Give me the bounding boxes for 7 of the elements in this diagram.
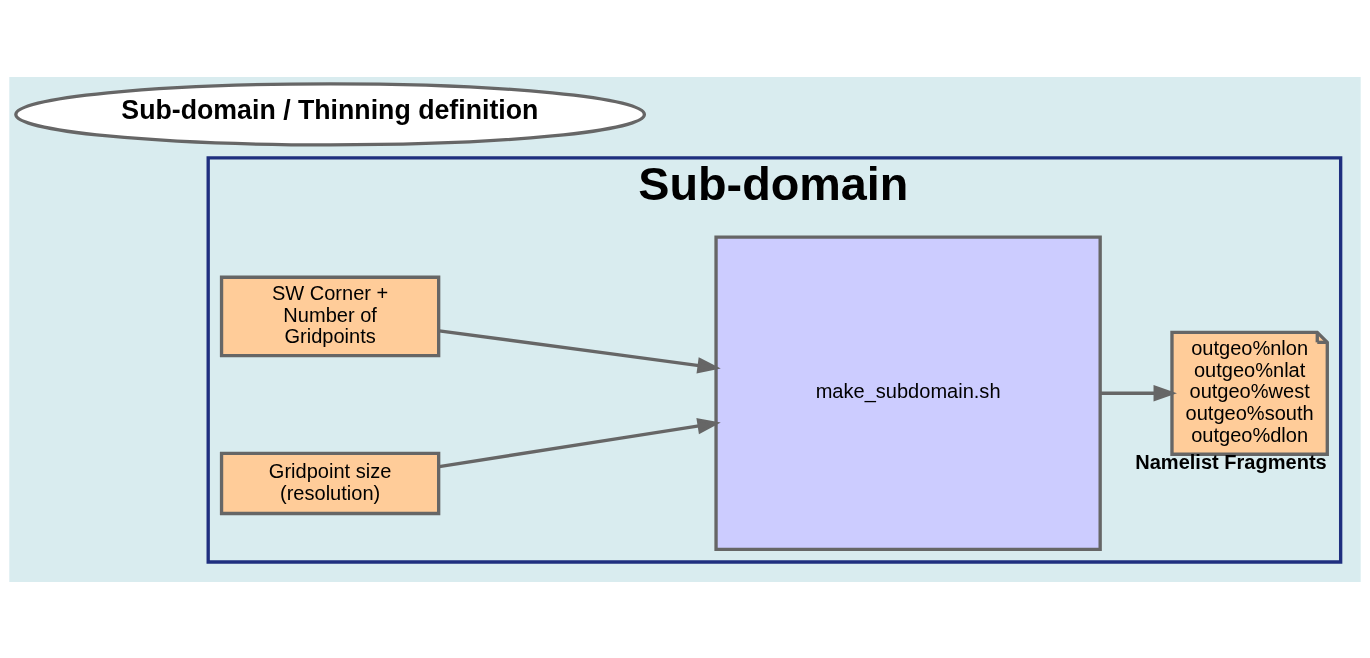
node-box: make_subdomain.sh [714,234,1102,551]
node-box: SW Corner + Number of Gridpoints [219,275,441,357]
arrow [438,417,721,468]
arrow [439,328,721,373]
node-box: Gridpoint size (resolution) [219,451,441,515]
arrow [1100,384,1177,401]
node-ellipse: Sub-domain / Thinning definition [14,81,647,147]
